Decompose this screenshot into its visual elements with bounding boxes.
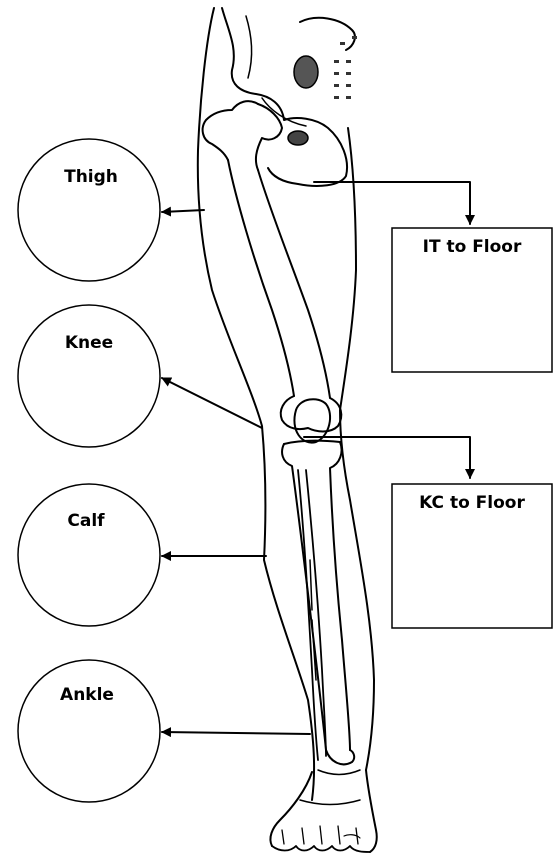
ankle-measurement-circle[interactable]: Ankle <box>18 660 160 802</box>
thigh-label: Thigh <box>64 167 118 187</box>
femur-bone <box>203 101 342 431</box>
kc-to-floor-measurement-box[interactable]: KC to Floor <box>392 484 552 628</box>
leg-outline <box>198 8 374 800</box>
calf-label: Calf <box>67 511 105 531</box>
ankle-label: Ankle <box>60 685 114 705</box>
kc-to-floor-arrow <box>304 437 470 478</box>
leg-skeleton-illustration <box>198 8 377 852</box>
ankle-arrow <box>162 732 310 734</box>
thigh-arrow <box>162 210 204 212</box>
it-to-floor-label: IT to Floor <box>423 237 522 257</box>
it-to-floor-measurement-box[interactable]: IT to Floor <box>392 228 552 372</box>
knee-measurement-circle[interactable]: Knee <box>18 305 160 447</box>
kc-to-floor-label: KC to Floor <box>419 493 525 513</box>
foot-bones <box>270 770 376 852</box>
it-to-floor-arrow <box>314 182 470 224</box>
pelvis-bone <box>222 8 357 186</box>
thigh-measurement-circle[interactable]: Thigh <box>18 139 160 281</box>
knee-label: Knee <box>65 333 113 353</box>
calf-measurement-circle[interactable]: Calf <box>18 484 160 626</box>
